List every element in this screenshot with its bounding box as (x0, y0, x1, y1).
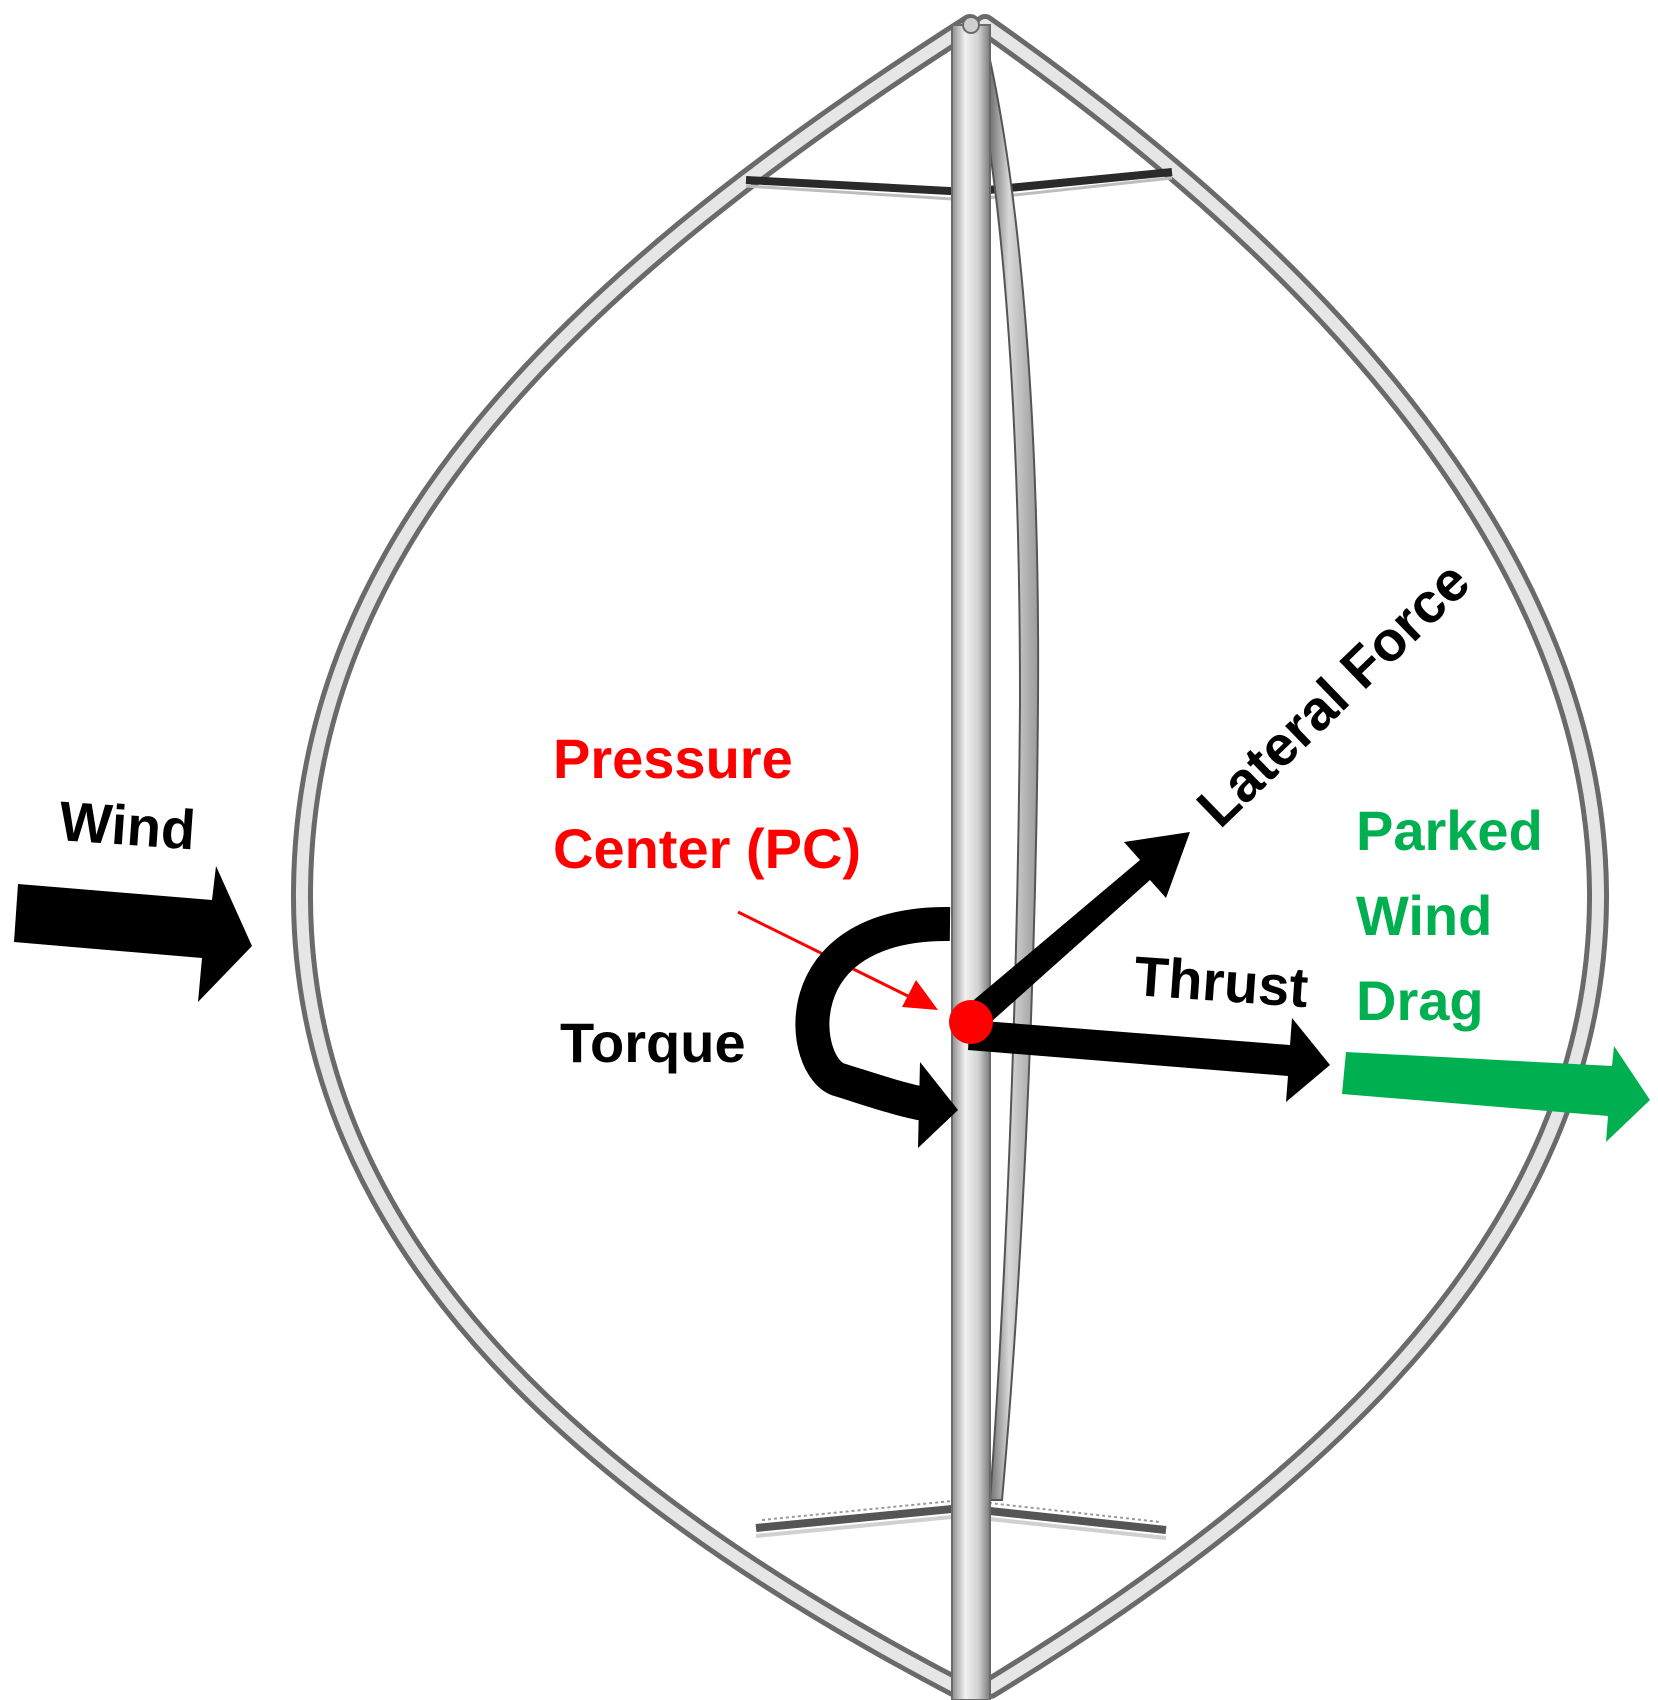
turbine-frame (290, 14, 1610, 1700)
drag-arrow (1342, 1046, 1650, 1142)
drag-label-line2: Wind (1356, 884, 1492, 947)
torque-arrow (795, 906, 958, 1148)
lateral-force-arrow (962, 832, 1190, 1030)
central-shaft (951, 24, 991, 1700)
lateral-force-label: Lateral Force (1185, 549, 1482, 839)
torque-label: Torque (560, 1011, 746, 1074)
pressure-center-dot (949, 1000, 993, 1044)
pressure-center-pointer-head (902, 980, 938, 1010)
thrust-label: Thrust (1132, 944, 1310, 1019)
pressure-center-label-line1: Pressure (553, 727, 793, 790)
wind-arrow (14, 866, 252, 1002)
pressure-center-label-line2: Center (PC) (553, 817, 861, 880)
inner-blade (978, 56, 1040, 1501)
drag-label-line1: Parked (1356, 799, 1543, 862)
drag-label-line3: Drag (1356, 969, 1484, 1032)
thrust-arrow (968, 1018, 1330, 1102)
wind-label: Wind (57, 789, 197, 861)
wind-arrow-shape (14, 866, 252, 1002)
